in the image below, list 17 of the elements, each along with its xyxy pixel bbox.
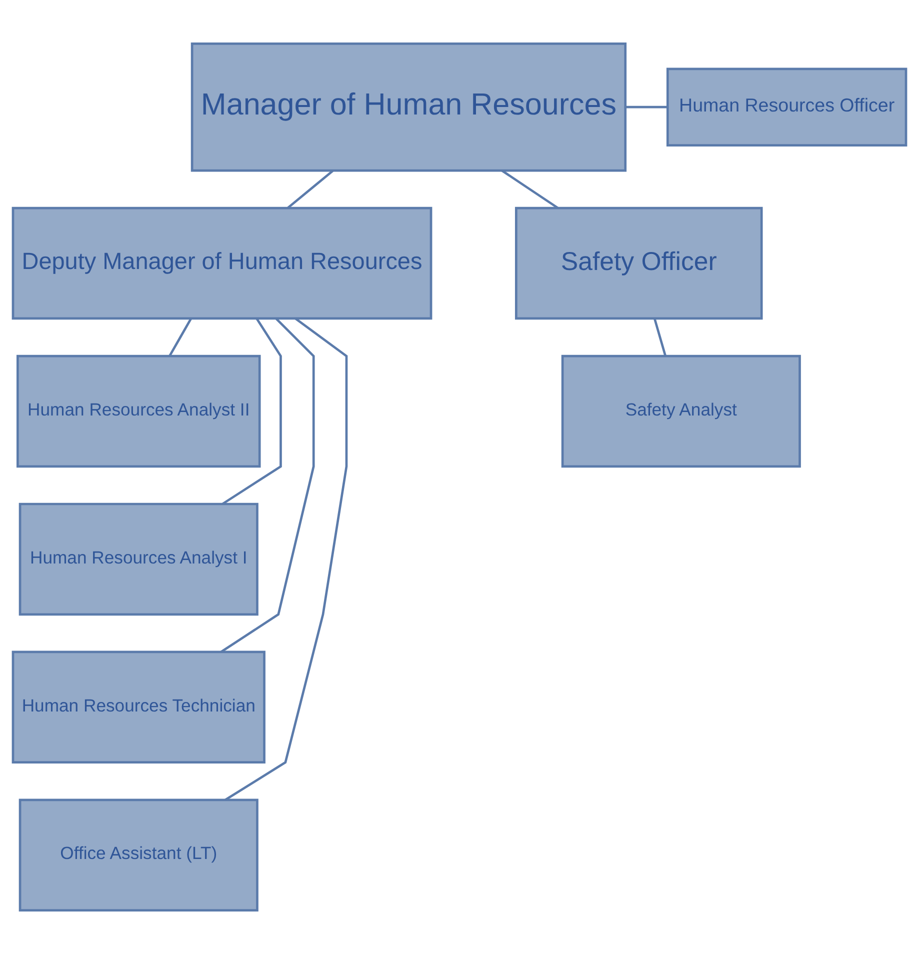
node-box: Deputy Manager of Human Resources (12, 206, 432, 320)
connector (286, 169, 334, 208)
connector (501, 169, 559, 209)
node-box: Human Resources Analyst II (16, 354, 261, 468)
node-box: Office Assistant (LT) (18, 798, 258, 911)
node-box: Safety Analyst (561, 354, 801, 468)
connector (653, 318, 667, 356)
node-box: Safety Officer (514, 206, 763, 320)
node-box: Human Resources Analyst I (18, 502, 258, 616)
node-box: Human Resources Officer (666, 67, 908, 146)
connector (222, 318, 282, 504)
connector (224, 317, 348, 800)
connector (168, 318, 192, 356)
connector (626, 105, 668, 108)
node-box: Manager of Human Resources (190, 42, 627, 172)
connector (220, 317, 315, 652)
node-box: Human Resources Technician (12, 650, 266, 764)
